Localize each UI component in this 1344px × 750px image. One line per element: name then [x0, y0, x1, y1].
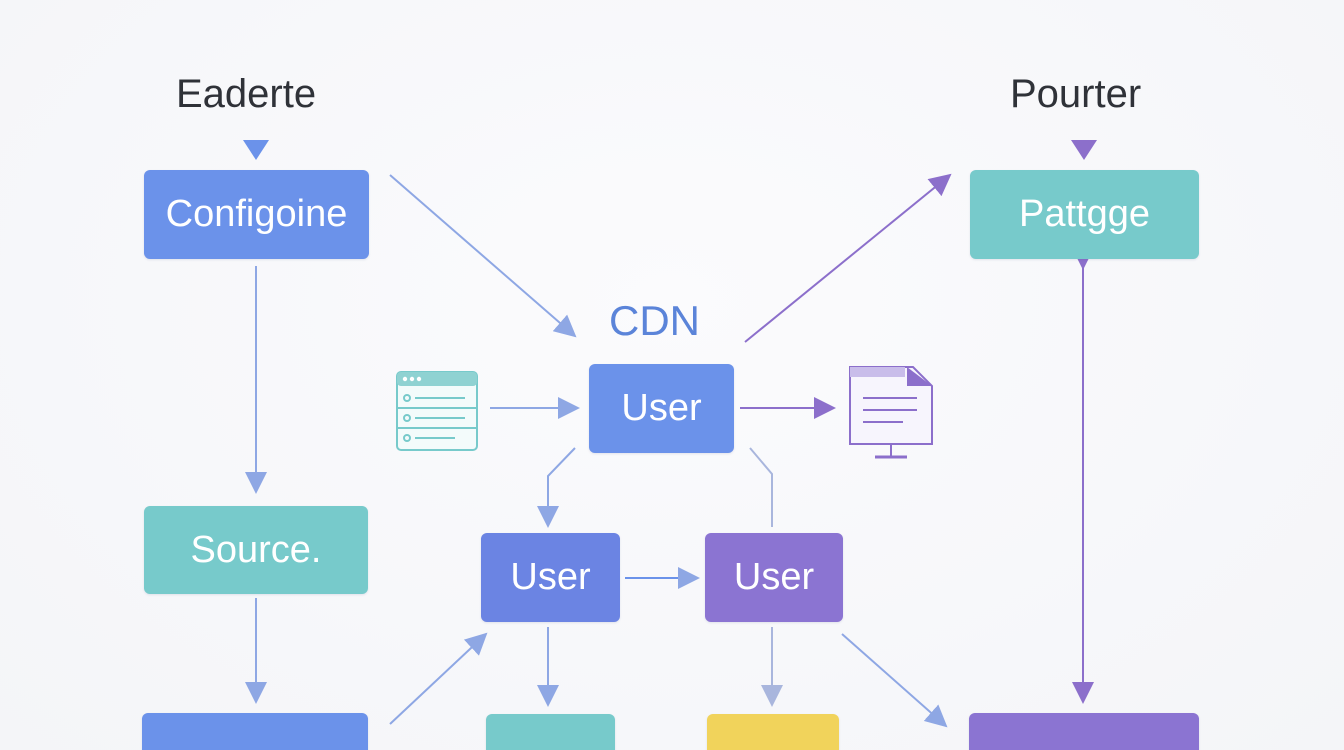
- node-bottom-yellow[interactable]: [707, 714, 839, 750]
- node-configoine[interactable]: Configoine: [144, 170, 369, 259]
- left-header-label: Eaderte: [176, 72, 317, 116]
- cdn-label: CDN: [609, 297, 700, 344]
- node-bottom-purple[interactable]: [969, 713, 1199, 750]
- node-configoine-label: Configoine: [165, 193, 348, 235]
- node-user-center[interactable]: User: [589, 364, 734, 453]
- document-monitor-icon: [847, 364, 935, 462]
- edge-configoine-cdn: [389, 174, 577, 338]
- left-header-arrow: [243, 140, 269, 160]
- right-header-arrow: [1071, 140, 1097, 160]
- node-bottom-teal[interactable]: [486, 714, 615, 750]
- node-user-right-label: User: [733, 556, 815, 598]
- edge-cdn-pattgge: [744, 173, 952, 343]
- node-user-left-label: User: [510, 556, 591, 598]
- node-bottom-left[interactable]: [142, 713, 368, 750]
- node-source-label: Source.: [190, 528, 322, 571]
- browser-window-icon-svg: [396, 371, 478, 451]
- right-header-label: Pourter: [1010, 72, 1142, 116]
- node-source[interactable]: Source.: [144, 506, 368, 594]
- document-monitor-icon-svg: [849, 366, 933, 459]
- edge-user-userleft: [537, 447, 576, 528]
- edge-userright-purple: [841, 633, 948, 728]
- node-pattgge[interactable]: Pattgge: [970, 170, 1199, 259]
- edge-user-userright: [749, 447, 773, 527]
- node-pattgge-label: Pattgge: [1019, 193, 1150, 235]
- node-user-left[interactable]: User: [481, 533, 620, 622]
- node-user-right[interactable]: User: [705, 533, 843, 622]
- node-user-center-label: User: [621, 387, 702, 429]
- edge-bottomleft-userleft: [389, 632, 488, 725]
- browser-window-icon: [395, 370, 479, 452]
